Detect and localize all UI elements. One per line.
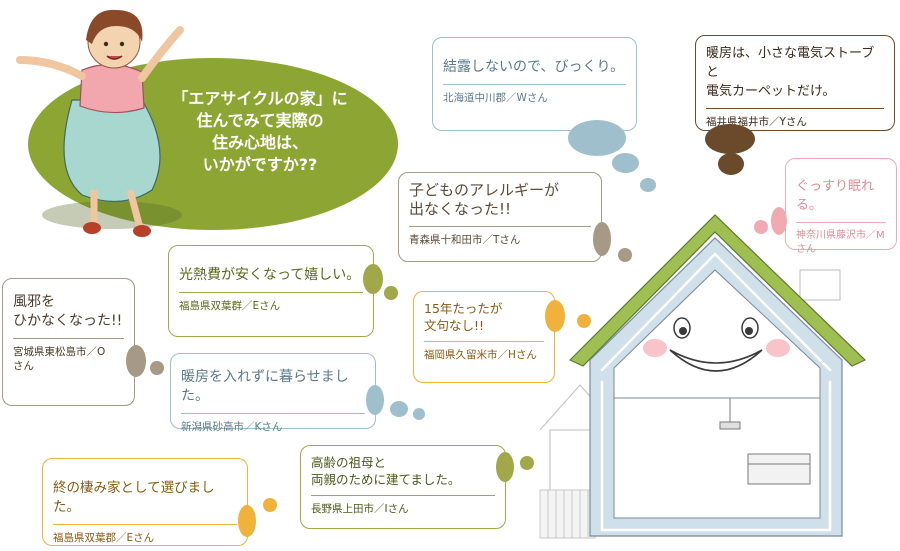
- testimonial-bubble-danbo2: 暖房を入れずに暮らせました。 新潟県砂高市／Kさん: [170, 353, 376, 433]
- thought-dot: [263, 498, 277, 512]
- divider: [443, 84, 626, 85]
- thought-dot: [496, 452, 514, 482]
- testimonial-bubble-sumika: 終の棲み家として選びました。 福島県双葉郡／Eさん: [42, 458, 248, 546]
- testimonial-quote: 終の棲み家として選びました。: [53, 480, 215, 515]
- thought-dot: [718, 153, 744, 175]
- testimonial-quote: 両親のために建てました。: [311, 472, 461, 487]
- testimonial-quote: 暖房は、小さな電気ストーブと: [706, 46, 875, 80]
- testimonial-quote: 出なくなった!!: [409, 200, 512, 218]
- testimonial-bubble-allergy: 子どものアレルギーが 出なくなった!! 青森県十和田市／Tさん: [398, 172, 602, 262]
- thought-dot: [577, 314, 591, 328]
- thought-dot: [238, 505, 256, 537]
- testimonial-quote: 光熱費が安くなって嬉しい。: [179, 267, 361, 283]
- thought-dot: [413, 408, 425, 420]
- thought-dot: [366, 385, 384, 415]
- testimonial-author: 青森県十和田市／Tさん: [409, 234, 521, 246]
- intro-line: 「エアサイクルの家」に: [172, 89, 348, 108]
- thought-dot: [618, 248, 632, 262]
- testimonial-bubble-danbo: 暖房は、小さな電気ストーブと 電気カーペットだけ。 福井県福井市／Yさん: [695, 35, 895, 131]
- intro-line: 住み心地は、: [211, 133, 308, 152]
- divider: [796, 222, 886, 223]
- divider: [181, 413, 365, 414]
- thought-dot: [640, 178, 656, 192]
- divider: [311, 495, 495, 496]
- testimonial-author: 北海道中川郡／Wさん: [443, 92, 548, 104]
- testimonial-bubble-ketsuro: 結露しないので、びっくり。 北海道中川郡／Wさん: [432, 37, 637, 131]
- testimonial-quote: 15年たったが: [424, 301, 503, 316]
- testimonial-quote: 結露しないので、びっくり。: [443, 59, 625, 75]
- thought-dot: [126, 345, 146, 377]
- testimonial-bubble-kaze: 風邪を ひかなくなった!! 宮城県東松島市／Oさん: [2, 278, 135, 406]
- testimonial-quote: 風邪を: [13, 294, 55, 310]
- thought-dot: [593, 222, 611, 256]
- thought-dot: [568, 120, 626, 156]
- testimonial-author: 宮城県東松島市／Oさん: [13, 346, 106, 372]
- thought-dot: [771, 207, 787, 235]
- divider: [424, 341, 544, 342]
- testimonial-bubble-gussuri: ぐっすり眠れる。 神奈川県藤沢市／Mさん: [785, 158, 897, 255]
- testimonial-quote: 文句なし!!: [424, 318, 485, 333]
- thought-dot: [150, 361, 164, 375]
- thought-dot: [520, 456, 534, 470]
- testimonial-author: 福島県双葉群／Eさん: [179, 300, 281, 312]
- divider: [13, 338, 124, 339]
- testimonial-quote: ぐっすり眠れる。: [796, 179, 875, 213]
- testimonial-quote: 暖房を入れずに暮らせました。: [181, 369, 349, 404]
- girl-character-illustration: [16, 9, 184, 237]
- testimonial-quote: 高齢の祖母と: [311, 455, 387, 470]
- thought-dot: [612, 153, 639, 173]
- testimonial-author: 新潟県砂高市／Kさん: [181, 421, 283, 433]
- testimonial-author: 福島県双葉郡／Eさん: [53, 532, 155, 544]
- aircycle-house-illustration: [539, 214, 867, 539]
- testimonial-quote: ひかなくなった!!: [13, 313, 123, 329]
- testimonial-bubble-sobo: 高齢の祖母と 両親のために建てました。 長野県上田市／Iさん: [300, 445, 506, 529]
- intro-question: 「エアサイクルの家」に 住んでみて実際の 住み心地は、 いかがですか??: [150, 88, 370, 176]
- testimonial-author: 神奈川県藤沢市／Mさん: [796, 230, 885, 255]
- thought-dot: [384, 286, 398, 300]
- divider: [53, 524, 237, 525]
- divider: [179, 292, 363, 293]
- testimonial-bubble-kounetsu: 光熱費が安くなって嬉しい。 福島県双葉群／Eさん: [168, 245, 374, 337]
- thought-dot: [363, 264, 383, 294]
- thought-dot: [705, 124, 755, 154]
- testimonial-author: 長野県上田市／Iさん: [311, 503, 409, 515]
- divider: [409, 226, 591, 227]
- thought-dot: [754, 220, 768, 234]
- intro-line: いかがですか??: [202, 155, 318, 174]
- testimonial-quote: 電気カーペットだけ。: [706, 84, 836, 99]
- thought-dot: [545, 300, 565, 332]
- testimonial-author: 福岡県久留米市／Hさん: [424, 349, 537, 361]
- thought-dot: [390, 401, 408, 417]
- intro-line: 住んでみて実際の: [196, 111, 324, 130]
- divider: [706, 108, 884, 109]
- testimonial-quote: 子どものアレルギーが: [409, 181, 560, 199]
- testimonial-bubble-juugonen: 15年たったが 文句なし!! 福岡県久留米市／Hさん: [413, 291, 555, 383]
